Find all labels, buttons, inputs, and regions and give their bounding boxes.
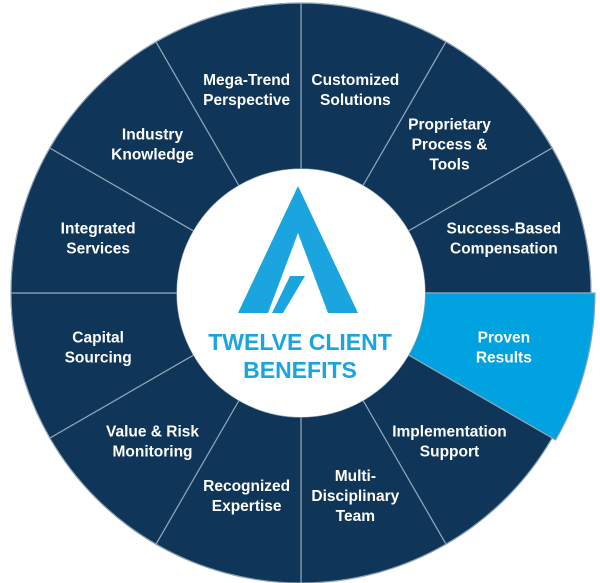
segment-label-line: Proven [478,329,531,346]
segment-label-line: Recognized [203,478,290,495]
segment-label-line: Multi- [335,468,376,485]
segment-label-line: Implementation [392,423,507,440]
segment-label-line: Disciplinary [311,488,399,505]
segment-label-line: Perspective [203,92,290,109]
segment-label-line: Mega-Trend [203,72,290,89]
center-title-line2: BENEFITS [243,357,357,383]
segment-label-line: Expertise [212,498,282,515]
segment-label-line: Tools [429,157,469,174]
segment-label-line: Industry [122,127,184,144]
segment-label-line: Solutions [320,92,391,109]
segment-label-line: Capital [72,329,124,346]
segments-layer [10,2,596,583]
segment-label-line: Compensation [450,241,558,258]
segment-label-line: Sourcing [65,349,132,366]
segment-label-line: Knowledge [111,147,194,164]
segment-label-line: Proprietary [408,117,491,134]
segment-label-line: Team [336,508,375,525]
segment-label-line: Results [476,349,532,366]
segment-label-line: Process & [412,137,488,154]
center-circle [177,169,425,417]
triangle-a-logo-icon [238,186,358,313]
segment-label-line: Support [420,443,479,460]
segment-label-line: Customized [311,72,399,89]
logo-outer-triangle [238,186,358,313]
segment-label-line: Integrated [61,221,136,238]
center-title-line1: TWELVE CLIENT [208,329,392,355]
segment-label-line: Services [66,241,130,258]
segment-label-line: Value & Risk [106,423,199,440]
segment-label-line: Success-Based [447,221,562,238]
segment-label-line: Monitoring [112,443,192,460]
logo-inner-stroke [272,276,305,313]
